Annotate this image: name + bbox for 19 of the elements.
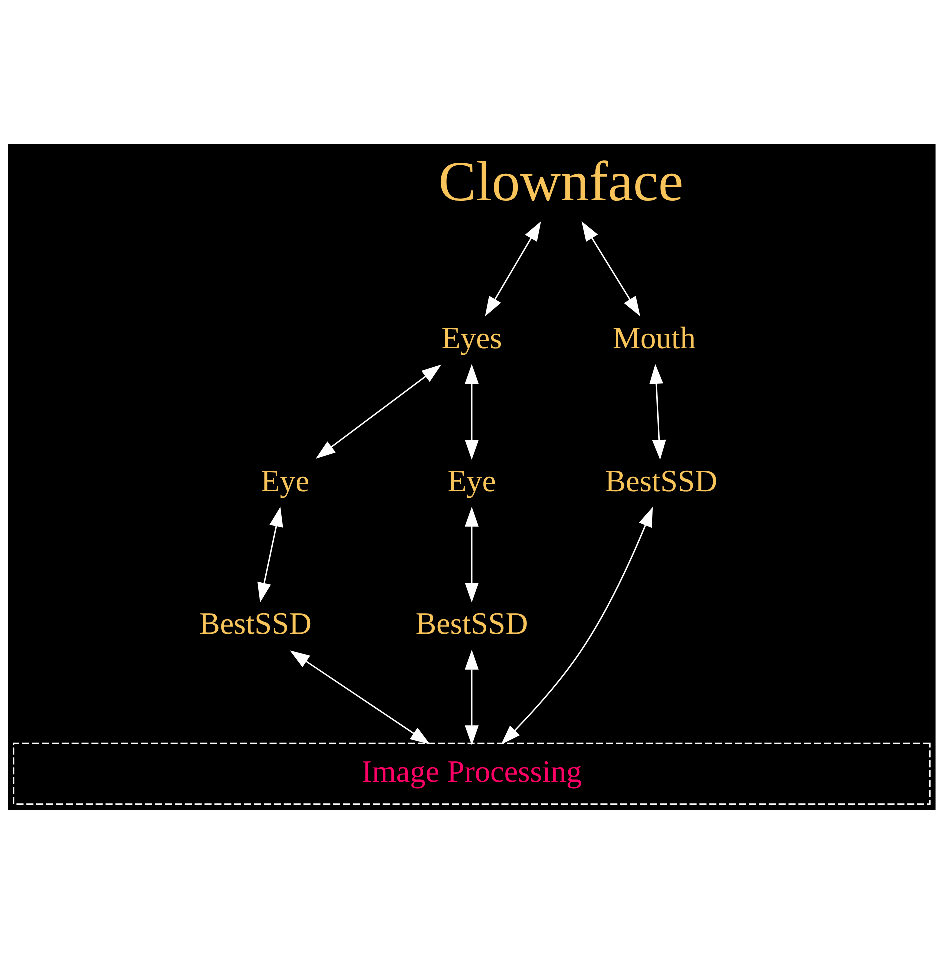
node-text: BestSSD: [605, 463, 718, 498]
node-text: BestSSD: [416, 606, 528, 642]
node-text: Clownface: [438, 152, 684, 214]
arrow: [650, 364, 666, 460]
node-text: Eye: [448, 463, 496, 498]
arrow: [582, 221, 640, 317]
node-text: BestSSD: [199, 606, 312, 642]
arrow: [501, 507, 654, 745]
arrow: [485, 221, 542, 317]
arrow: [316, 364, 442, 460]
node-text: Mouth: [612, 320, 696, 356]
arrow: [290, 650, 430, 745]
arrow: [465, 507, 479, 603]
arrow: [465, 364, 479, 460]
arrow: [465, 650, 479, 746]
arrow: [258, 507, 284, 603]
node-text: Eyes: [442, 320, 502, 356]
node-text: Eye: [261, 463, 310, 498]
node-box: Image Processing: [13, 742, 931, 806]
